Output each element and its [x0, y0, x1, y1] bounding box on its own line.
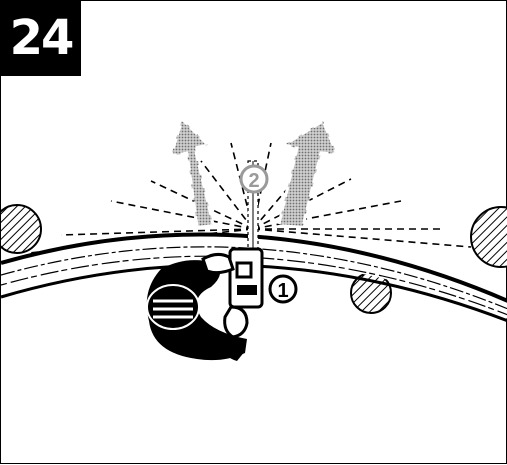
hedge-trimmer: [228, 160, 264, 309]
tree-right: [470, 206, 507, 268]
operator-figure: [146, 252, 249, 361]
step-number-badge: 24: [1, 1, 81, 76]
callout-2: 2: [239, 164, 269, 194]
callout-1-label: 1: [277, 280, 288, 302]
callout-2-label: 2: [248, 170, 259, 192]
tree-left: [1, 204, 42, 254]
callout-1: 1: [268, 274, 298, 304]
cut-direction-arrow-left: [168, 116, 215, 227]
cut-direction-arrow-right: [277, 118, 340, 227]
